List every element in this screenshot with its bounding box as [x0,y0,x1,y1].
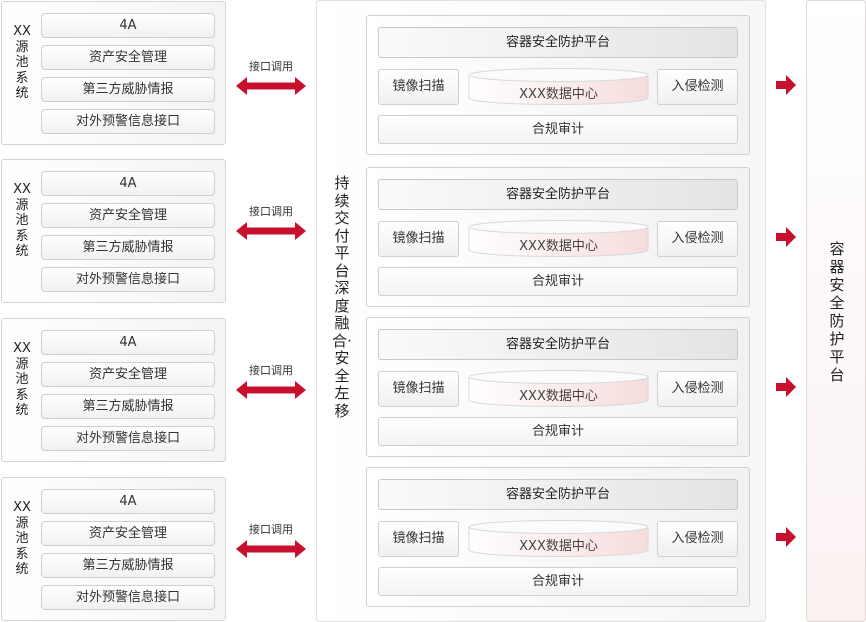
right-arrow-icon [776,377,796,397]
source-item-threat-intel[interactable]: 第三方威胁情报 [41,77,215,102]
database-cylinder-icon [468,520,649,557]
source-system-title: XX源池系统 [13,341,31,419]
interface-call-label: 接口调用 [249,364,293,377]
double-arrow-icon [236,77,306,95]
image-scan-module[interactable]: 镜像扫描 [378,521,459,557]
container-security-platform-2: 容器安全防护平台 镜像扫描 XXX数据中心 入侵检测 合规审计 [366,167,750,307]
source-item-alert-interface[interactable]: 对外预警信息接口 [41,585,215,610]
right-arrow-icon [776,527,796,547]
source-item-threat-intel[interactable]: 第三方威胁情报 [41,553,215,578]
container-security-platform-3: 容器安全防护平台 镜像扫描 XXX数据中心 入侵检测 合规审计 [366,317,750,457]
source-item-asset-security[interactable]: 资产安全管理 [41,521,215,546]
intrusion-detection-module[interactable]: 入侵检测 [657,221,738,257]
right-arrow-icon [776,75,796,95]
double-arrow-icon [236,540,306,558]
source-system-panel-1: XX源池系统 4A 资产安全管理 第三方威胁情报 对外预警信息接口 [1,1,226,145]
source-item-alert-interface[interactable]: 对外预警信息接口 [41,426,215,451]
double-arrow-icon [236,381,306,399]
intrusion-detection-module[interactable]: 入侵检测 [657,521,738,557]
platform-title[interactable]: 容器安全防护平台 [378,27,738,58]
double-arrow-icon [236,222,306,240]
database-cylinder-icon [468,370,649,407]
database-cylinder-icon [468,220,649,257]
interface-call-label: 接口调用 [249,60,293,73]
source-item-4a[interactable]: 4A [41,13,215,38]
source-system-title: XX源池系统 [13,24,31,102]
source-system-title: XX源池系统 [13,500,31,578]
source-item-asset-security[interactable]: 资产安全管理 [41,362,215,387]
database-cylinder-icon [468,68,649,105]
intrusion-detection-module[interactable]: 入侵检测 [657,69,738,105]
delivery-platform-title: 持续交付平台深度融合·安全左移 [332,174,352,420]
data-center-label: XXX数据中心 [519,87,598,102]
interface-call-connector-1: 接口调用 [236,58,306,98]
interface-call-connector-2: 接口调用 [236,203,306,243]
compliance-audit-module[interactable]: 合规审计 [378,567,738,596]
source-item-4a[interactable]: 4A [41,171,215,196]
platform-title[interactable]: 容器安全防护平台 [378,329,738,360]
interface-call-label: 接口调用 [249,205,293,218]
intrusion-detection-module[interactable]: 入侵检测 [657,371,738,407]
source-system-panel-3: XX源池系统 4A 资产安全管理 第三方威胁情报 对外预警信息接口 [1,318,226,462]
platform-title[interactable]: 容器安全防护平台 [378,179,738,210]
source-system-panel-4: XX源池系统 4A 资产安全管理 第三方威胁情报 对外预警信息接口 [1,477,226,621]
interface-call-connector-3: 接口调用 [236,362,306,402]
source-item-alert-interface[interactable]: 对外预警信息接口 [41,109,215,134]
source-item-threat-intel[interactable]: 第三方威胁情报 [41,394,215,419]
source-item-asset-security[interactable]: 资产安全管理 [41,45,215,70]
container-security-platform-1: 容器安全防护平台 镜像扫描 XXX数据中心 入侵检测 合规审计 [366,15,750,155]
source-item-4a[interactable]: 4A [41,489,215,514]
source-system-panel-2: XX源池系统 4A 资产安全管理 第三方威胁情报 对外预警信息接口 [1,159,226,303]
source-item-4a[interactable]: 4A [41,330,215,355]
image-scan-module[interactable]: 镜像扫描 [378,69,459,105]
container-security-platform-4: 容器安全防护平台 镜像扫描 XXX数据中心 入侵检测 合规审计 [366,467,750,607]
source-item-threat-intel[interactable]: 第三方威胁情报 [41,235,215,260]
interface-call-label: 接口调用 [249,523,293,536]
right-arrow-icon [776,227,796,247]
compliance-audit-module[interactable]: 合规审计 [378,115,738,144]
source-item-alert-interface[interactable]: 对外预警信息接口 [41,267,215,292]
compliance-audit-module[interactable]: 合规审计 [378,417,738,446]
data-center-label: XXX数据中心 [519,389,598,404]
source-system-title: XX源池系统 [13,182,31,260]
platform-title[interactable]: 容器安全防护平台 [378,479,738,510]
container-security-platform-title: 容器安全防护平台 [829,240,845,384]
image-scan-module[interactable]: 镜像扫描 [378,221,459,257]
source-item-asset-security[interactable]: 资产安全管理 [41,203,215,228]
compliance-audit-module[interactable]: 合规审计 [378,267,738,296]
data-center-label: XXX数据中心 [519,239,598,254]
image-scan-module[interactable]: 镜像扫描 [378,371,459,407]
data-center-label: XXX数据中心 [519,539,598,554]
interface-call-connector-4: 接口调用 [236,521,306,561]
